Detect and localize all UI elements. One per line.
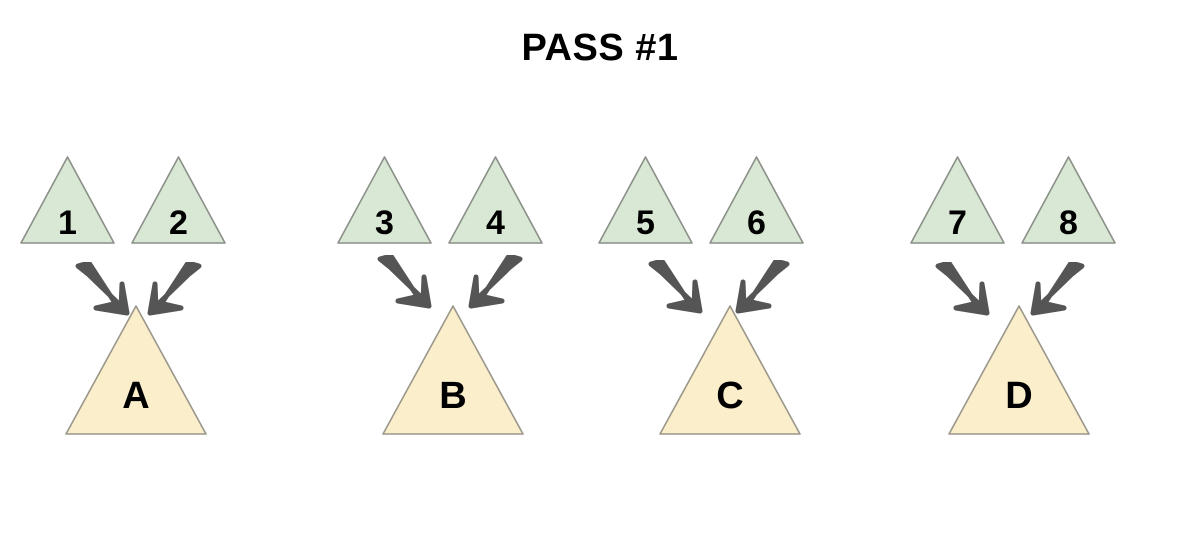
source-triangle-7[interactable]: 7: [910, 156, 1005, 244]
arrow-down-diagonal-icon: [645, 260, 703, 315]
page-title: PASS #1: [521, 27, 679, 69]
arrow-down-diagonal-icon: [72, 262, 130, 317]
arrow-down-diagonal-icon: [374, 255, 432, 310]
arrow-down-diagonal-icon: [735, 260, 793, 315]
arrow-down-diagonal-icon: [932, 262, 990, 317]
arrow-down-diagonal-icon: [1030, 262, 1088, 317]
source-triangle-8[interactable]: 8: [1021, 156, 1116, 244]
arrow-down-diagonal-icon: [468, 255, 526, 310]
target-triangle-d[interactable]: D: [948, 305, 1090, 435]
arrow-down-diagonal-icon: [147, 262, 205, 317]
